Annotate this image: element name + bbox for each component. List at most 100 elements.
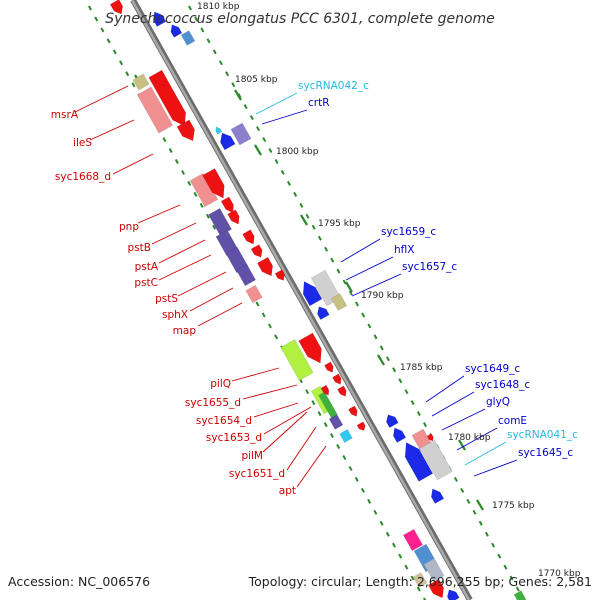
leader-line-syc1645_c: [473, 459, 518, 477]
gene-feature: [431, 488, 445, 504]
tick-mark-outer: [212, 49, 217, 55]
tick-mark-outer: [515, 586, 520, 592]
gene-feature-shape: [176, 119, 195, 142]
leader-line-apt: [296, 445, 327, 488]
tick-mark-outer: [478, 520, 483, 526]
tick-mark-major: [345, 281, 353, 293]
gene-feature-shape: [330, 293, 348, 311]
gene-feature: [426, 433, 434, 442]
tick-mark-outer: [336, 268, 341, 274]
gene-label-pilM: pilM: [241, 450, 263, 462]
tick-mark-outer: [410, 400, 415, 406]
scale-label-1810: 1810 kbp: [197, 2, 240, 12]
gene-feature: [513, 590, 527, 600]
gene-label-sycRNA042_c: sycRNA042_c: [298, 80, 369, 92]
leader-line-syc1651_d: [286, 426, 317, 471]
gene-feature-shape: [274, 269, 285, 281]
tick-mark-inner: [100, 27, 105, 33]
tick-mark-inner: [274, 334, 279, 340]
backbone-highlight: [130, 0, 471, 600]
tick-mark-outer: [392, 367, 397, 373]
tick-mark-major: [234, 89, 242, 101]
scale-label-1780: 1780 kbp: [448, 433, 491, 443]
scale-label-1790: 1790 kbp: [361, 291, 404, 301]
leader-line-pstC: [158, 254, 212, 281]
tick-mark-outer: [194, 16, 199, 22]
leader-line-syc1654_d: [253, 402, 299, 418]
tick-mark-outer: [324, 246, 329, 252]
gene-feature-shape: [324, 361, 334, 373]
tick-mark-inner: [392, 542, 396, 548]
gene-feature: [337, 385, 347, 397]
gene-feature-shape: [280, 339, 314, 381]
gene-feature-shape: [180, 30, 196, 46]
gene-features: [109, 0, 527, 600]
gene-feature: [423, 558, 445, 582]
gene-feature-shape: [225, 246, 249, 274]
gene-feature-shape: [428, 578, 444, 599]
leader-line-pstA: [158, 239, 206, 264]
tick-mark-outer: [466, 498, 471, 504]
gene-feature-shape: [393, 427, 407, 443]
gene-label-syc1645_c: syc1645_c: [518, 447, 573, 459]
tick-mark-outer: [453, 476, 458, 482]
leader-line-syc1648_c: [431, 391, 475, 417]
gene-feature-shape: [302, 281, 323, 307]
map-title: Synechococcus elongatus PCC 6301, comple…: [105, 11, 495, 27]
label-leader-lines: [74, 85, 518, 488]
tick-mark-inner: [367, 498, 372, 504]
tick-mark-inner: [199, 202, 204, 208]
gene-feature: [328, 414, 344, 430]
gene-feature: [280, 339, 314, 381]
leader-line-hflX: [345, 256, 394, 281]
leader-line-syc1655_d: [242, 384, 298, 400]
gene-feature: [230, 122, 252, 146]
leader-line-crtR: [261, 109, 308, 125]
tick-mark-outer: [355, 301, 359, 307]
gene-feature-shape: [328, 414, 344, 430]
gene-label-syc1657_c: syc1657_c: [402, 261, 457, 273]
gene-feature: [202, 168, 225, 199]
leader-line-pilQ: [231, 367, 280, 382]
gene-feature: [332, 373, 342, 385]
gene-feature: [310, 269, 342, 307]
accession-text: Accession: NC_006576: [8, 574, 150, 589]
gene-feature-shape: [220, 132, 236, 151]
gene-feature-shape: [412, 572, 428, 588]
tick-mark-inner: [410, 575, 415, 581]
gene-feature-shape: [386, 414, 399, 429]
gene-label-sphX: sphX: [162, 309, 188, 321]
tick-mark-inner: [348, 465, 353, 471]
tick-mark-outer: [404, 389, 409, 395]
gene-feature: [153, 11, 167, 27]
gene-label-apt: apt: [279, 485, 296, 497]
tick-mark-outer: [286, 180, 291, 186]
gene-label-syc1653_d: syc1653_d: [206, 432, 262, 444]
tick-mark-inner: [261, 312, 266, 318]
tick-mark-inner: [88, 5, 92, 11]
gene-feature: [320, 384, 330, 396]
gene-feature: [109, 0, 123, 15]
gene-label-pnp: pnp: [119, 221, 139, 233]
tick-mark-inner: [174, 158, 179, 164]
gene-feature-shape: [227, 209, 240, 225]
tick-mark-inner: [106, 38, 111, 44]
tick-mark-outer: [342, 279, 347, 285]
gene-feature: [317, 306, 330, 321]
gene-feature-shape: [148, 69, 186, 127]
scale-label-1805: 1805 kbp: [235, 75, 278, 85]
gene-feature-shape: [245, 284, 263, 304]
gene-label-sycRNA041_c: sycRNA041_c: [507, 429, 578, 441]
gene-feature: [215, 126, 223, 135]
tick-mark-outer: [218, 60, 223, 66]
gene-label-syc1649_c: syc1649_c: [465, 363, 520, 375]
tick-mark-outer: [262, 137, 267, 143]
tick-mark-outer: [200, 27, 205, 33]
gene-feature-shape: [242, 229, 255, 245]
tick-mark-inner: [181, 169, 186, 175]
gene-feature-shape: [317, 306, 330, 321]
leader-line-sycRNA041_c: [464, 441, 507, 466]
tick-mark-outer: [379, 345, 384, 351]
leader-line-msrA: [74, 85, 129, 113]
